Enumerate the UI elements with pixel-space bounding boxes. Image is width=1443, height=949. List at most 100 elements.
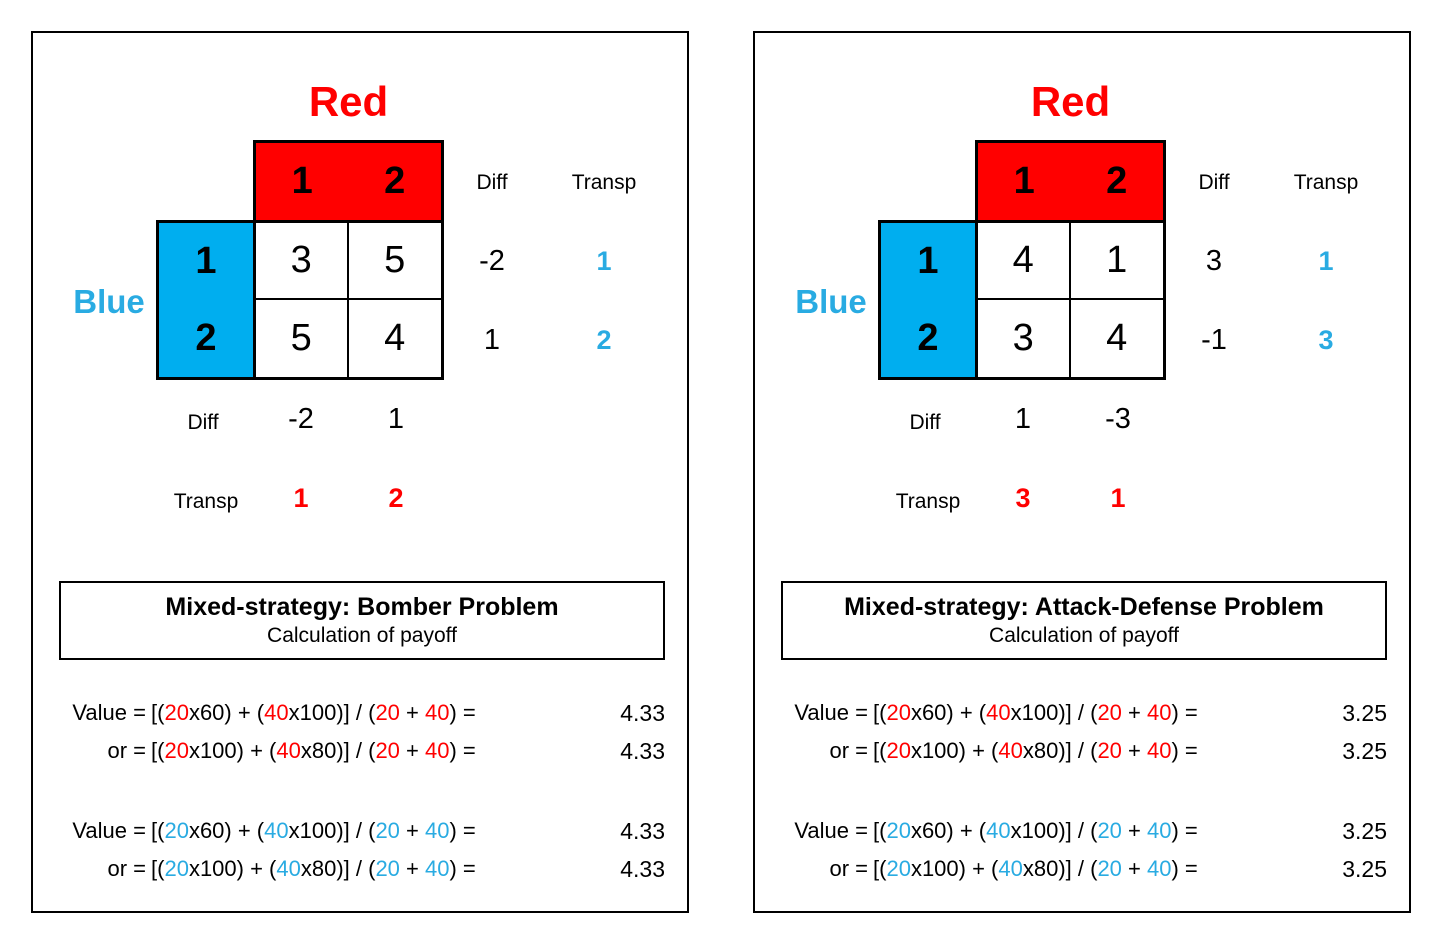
- formula-line: Value =[(20x60) + (40x100)] / (20 + 40) …: [59, 812, 665, 850]
- formula-segment: 40: [986, 700, 1011, 725]
- formula-result: 3.25: [1342, 699, 1387, 726]
- formula-line: Value =[(20x60) + (40x100)] / (20 + 40) …: [781, 812, 1387, 850]
- formula-expression: [(20x60) + (40x100)] / (20 + 40) =: [873, 700, 1198, 726]
- formula-segment: 40: [425, 856, 450, 881]
- formula-segment: [(: [151, 818, 165, 843]
- formula-segment: x100) + (: [188, 856, 277, 881]
- red-strategy-header: 1 2: [253, 140, 444, 220]
- payoff-calc-red-block: Value =[(20x60) + (40x100)] / (20 + 40) …: [59, 694, 665, 770]
- formula-result: 4.33: [620, 855, 665, 882]
- diff-for-red-1: 1: [1014, 403, 1032, 435]
- formula-segment: 20: [1097, 700, 1122, 725]
- formula-result: 4.33: [620, 699, 665, 726]
- formula-expression: [(20x100) + (40x80)] / (20 + 40) =: [151, 738, 476, 764]
- blue-strategy-2: 2: [917, 317, 939, 359]
- game-panel-1: Red 1 2 Blue 1 2 3 5 5 4 Diff Transp -2 …: [31, 31, 689, 913]
- formula-segment: 20: [164, 818, 189, 843]
- formula-segment: x80)] / (: [1022, 738, 1098, 763]
- formula-segment: x60) + (: [910, 818, 987, 843]
- formula-segment: 20: [886, 700, 911, 725]
- problem-subtitle: Calculation of payoff: [267, 624, 457, 647]
- formula-result: 3.25: [1342, 855, 1387, 882]
- formula-result: 4.33: [620, 737, 665, 764]
- diff-row-label: Diff: [187, 411, 219, 434]
- transp-row-label: Transp: [895, 490, 961, 513]
- problem-title: Mixed-strategy: Attack-Defense Problem: [844, 593, 1324, 621]
- formula-line: Value =[(20x60) + (40x100)] / (20 + 40) …: [781, 694, 1387, 732]
- formula-segment: +: [1121, 818, 1147, 843]
- formula-segment: 40: [276, 738, 301, 763]
- problem-title: Mixed-strategy: Bomber Problem: [165, 593, 559, 621]
- red-strategy-1: 1: [291, 160, 313, 202]
- formula-segment: x80)] / (: [1022, 856, 1098, 881]
- payoff-calc-blue-block: Value =[(20x60) + (40x100)] / (20 + 40) …: [781, 812, 1387, 888]
- transp-for-red-1: 3: [1015, 483, 1031, 513]
- formula-label: or =: [107, 738, 146, 763]
- formula-segment: x60) + (: [188, 818, 265, 843]
- formula-segment: ) =: [449, 700, 476, 725]
- transp-for-blue-1: 1: [596, 246, 612, 276]
- problem-title-box: Mixed-strategy: Attack-Defense Problem C…: [781, 581, 1387, 660]
- formula-segment: 40: [998, 738, 1023, 763]
- formula-expression: [(20x100) + (40x80)] / (20 + 40) =: [873, 856, 1198, 882]
- formula-segment: x60) + (: [188, 700, 265, 725]
- formula-segment: x80)] / (: [300, 856, 376, 881]
- diff-for-blue-1: -2: [479, 245, 505, 277]
- formula-segment: ) =: [449, 738, 476, 763]
- formula-segment: 20: [375, 856, 400, 881]
- formula-segment: 40: [998, 856, 1023, 881]
- red-strategy-1: 1: [1013, 160, 1035, 202]
- formula-segment: 40: [425, 700, 450, 725]
- transp-for-blue-2: 2: [596, 325, 612, 355]
- transp-row-label: Transp: [173, 490, 239, 513]
- formula-segment: [(: [151, 856, 165, 881]
- formula-segment: 40: [425, 738, 450, 763]
- formula-segment: ) =: [1171, 818, 1198, 843]
- formula-segment: x80)] / (: [300, 738, 376, 763]
- formula-segment: 40: [1147, 700, 1172, 725]
- transp-for-red-2: 1: [1110, 483, 1126, 513]
- transp-column-header: Transp: [571, 171, 637, 194]
- formula-expression: [(20x100) + (40x80)] / (20 + 40) =: [151, 856, 476, 882]
- formula-segment: 40: [986, 818, 1011, 843]
- formula-segment: 20: [164, 856, 189, 881]
- formula-segment: ) =: [1171, 856, 1198, 881]
- diff-for-red-2: -3: [1105, 403, 1131, 435]
- blue-player-title: Blue: [73, 283, 145, 320]
- formula-label: or =: [829, 738, 868, 763]
- formula-segment: 20: [375, 818, 400, 843]
- formula-segment: +: [399, 856, 425, 881]
- formula-expression: [(20x100) + (40x80)] / (20 + 40) =: [873, 738, 1198, 764]
- formula-segment: +: [1121, 856, 1147, 881]
- formula-segment: [(: [873, 700, 887, 725]
- formula-expression: [(20x60) + (40x100)] / (20 + 40) =: [873, 818, 1198, 844]
- problem-subtitle: Calculation of payoff: [989, 624, 1179, 647]
- red-player-title: Red: [1030, 78, 1111, 125]
- transp-for-blue-1: 1: [1318, 246, 1334, 276]
- problem-title-box: Mixed-strategy: Bomber Problem Calculati…: [59, 581, 665, 660]
- formula-segment: ) =: [449, 818, 476, 843]
- formula-segment: [(: [151, 700, 165, 725]
- formula-result: 4.33: [620, 817, 665, 844]
- formula-segment: ) =: [1171, 738, 1198, 763]
- diff-for-red-1: -2: [288, 403, 314, 435]
- formula-label: or =: [107, 856, 146, 881]
- formula-expression: [(20x60) + (40x100)] / (20 + 40) =: [151, 818, 476, 844]
- formula-segment: +: [399, 738, 425, 763]
- formula-segment: x100)] / (: [1010, 818, 1098, 843]
- formula-line: or =[(20x100) + (40x80)] / (20 + 40) =3.…: [781, 850, 1387, 888]
- blue-strategy-1: 1: [195, 240, 217, 282]
- formula-segment: 40: [1147, 856, 1172, 881]
- formula-line: Value =[(20x60) + (40x100)] / (20 + 40) …: [59, 694, 665, 732]
- formula-segment: 40: [1147, 818, 1172, 843]
- formula-result: 3.25: [1342, 817, 1387, 844]
- formula-segment: 20: [886, 738, 911, 763]
- formula-line: or =[(20x100) + (40x80)] / (20 + 40) = 4.…: [59, 732, 665, 770]
- payoff-calc-blue-block: Value =[(20x60) + (40x100)] / (20 + 40) …: [59, 812, 665, 888]
- formula-segment: ) =: [1171, 700, 1198, 725]
- payoff-cell-b2-r2: 4: [384, 317, 406, 359]
- formula-line: or =[(20x100) + (40x80)] / (20 + 40) =4.…: [59, 850, 665, 888]
- formula-segment: +: [399, 818, 425, 843]
- payoff-matrix: 3 5 5 4: [253, 220, 444, 380]
- payoff-cell-b2-r1: 3: [978, 300, 1071, 377]
